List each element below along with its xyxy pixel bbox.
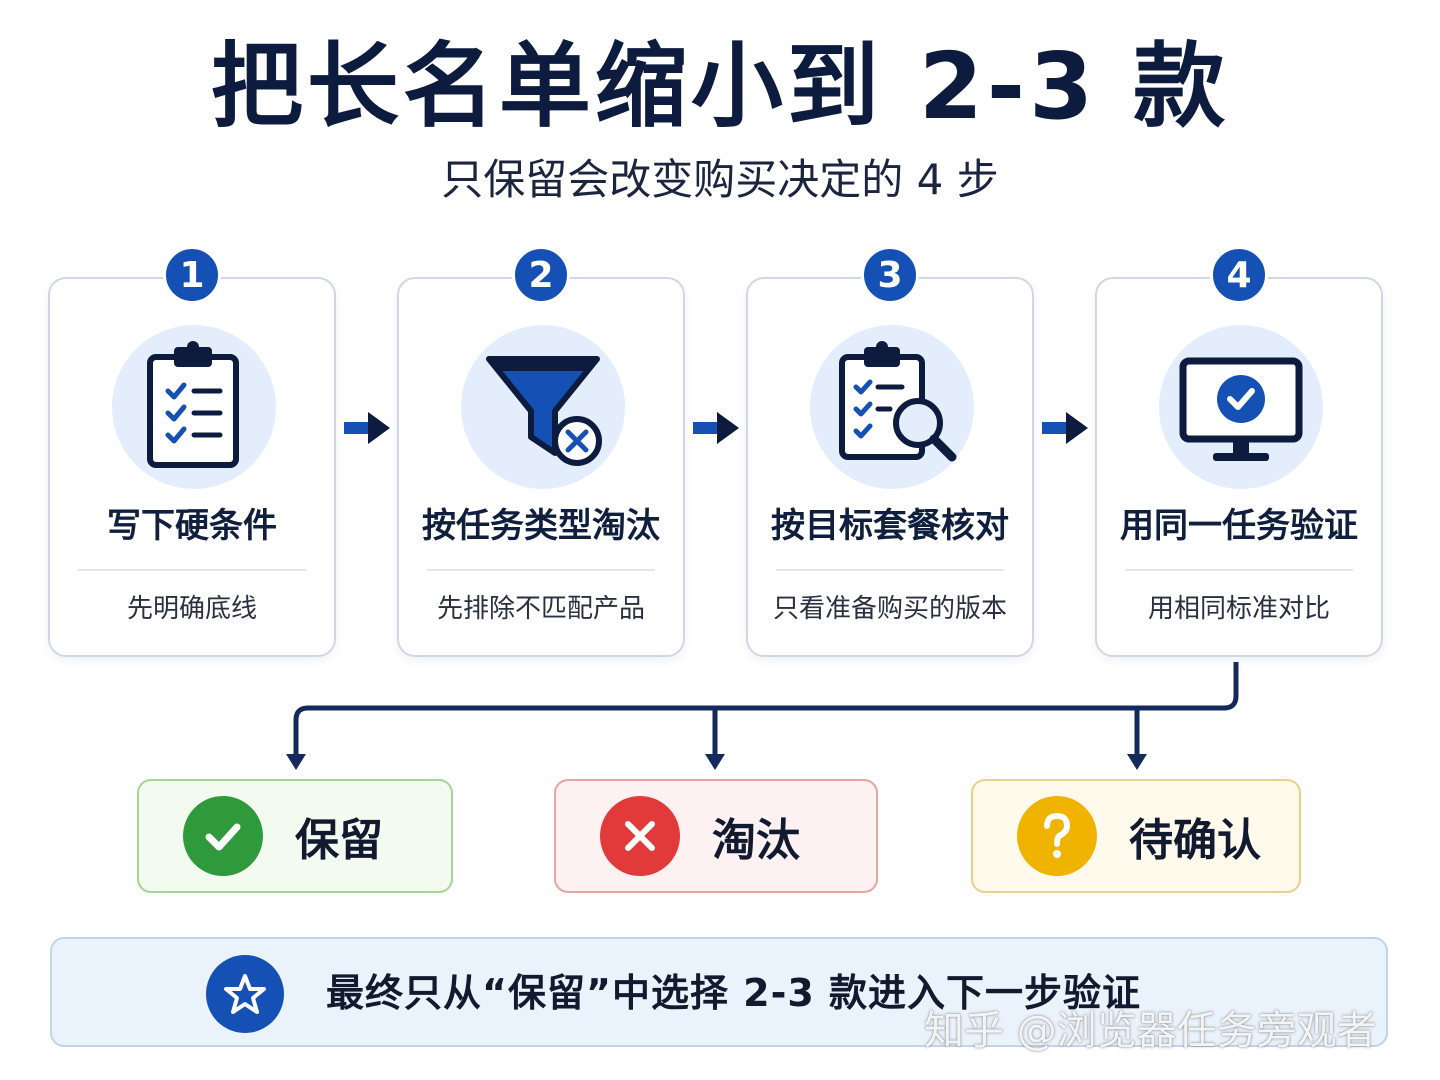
step-number-badge: 1 [163,246,221,304]
step-title: 用同一任务验证 [1120,506,1358,546]
connector-lines [286,662,1239,770]
step-number-badge: 3 [861,246,919,304]
clipboard-search-icon [810,325,974,489]
step-description: 先明确底线 [126,594,257,624]
outcome-label: 保留 [295,815,383,866]
step-card-3: 按目标套餐核对 只看准备购买的版本 [746,277,1034,657]
right-arrow-icon [344,412,390,444]
divider [776,569,1004,571]
clipboard-checklist-icon [112,325,276,489]
final-note-text: 最终只从“保留”中选择 2-3 款进入下一步验证 [326,971,1142,1015]
question-icon [1017,796,1097,876]
outcome-keep: 保留 [137,779,453,893]
step-title: 按任务类型淘汰 [422,506,660,546]
step-title: 写下硬条件 [107,506,277,546]
divider [1125,569,1353,571]
funnel-x-icon [461,325,625,489]
divider [78,569,306,571]
right-arrow-icon [693,412,739,444]
check-icon [183,796,263,876]
step-title: 按目标套餐核对 [771,506,1009,546]
step-card-2: 按任务类型淘汰 先排除不匹配产品 [397,277,685,657]
step-number-badge: 2 [512,246,570,304]
monitor-check-icon [1159,325,1323,489]
step-description: 只看准备购买的版本 [772,594,1007,624]
step-card-4: 用同一任务验证 用相同标准对比 [1095,277,1383,657]
outcome-eliminate: 淘汰 [554,779,878,893]
outcome-label: 待确认 [1129,815,1261,866]
step-number-badge: 4 [1210,246,1268,304]
step-card-1: 写下硬条件 先明确底线 [48,277,336,657]
outcome-label: 淘汰 [712,815,800,866]
step-description: 先排除不匹配产品 [436,594,645,624]
page-subtitle: 只保留会改变购买决定的 4 步 [441,155,999,204]
watermark: 知乎 @浏览器任务旁观者 [924,1008,1377,1054]
page-title: 把长名单缩小到 2-3 款 [210,33,1230,140]
divider [427,569,655,571]
step-description: 用相同标准对比 [1147,594,1330,624]
star-icon [206,955,284,1033]
final-note-banner: 最终只从“保留”中选择 2-3 款进入下一步验证 [50,937,1388,1047]
outcome-pending: 待确认 [971,779,1301,893]
right-arrow-icon [1042,412,1088,444]
x-icon [600,796,680,876]
